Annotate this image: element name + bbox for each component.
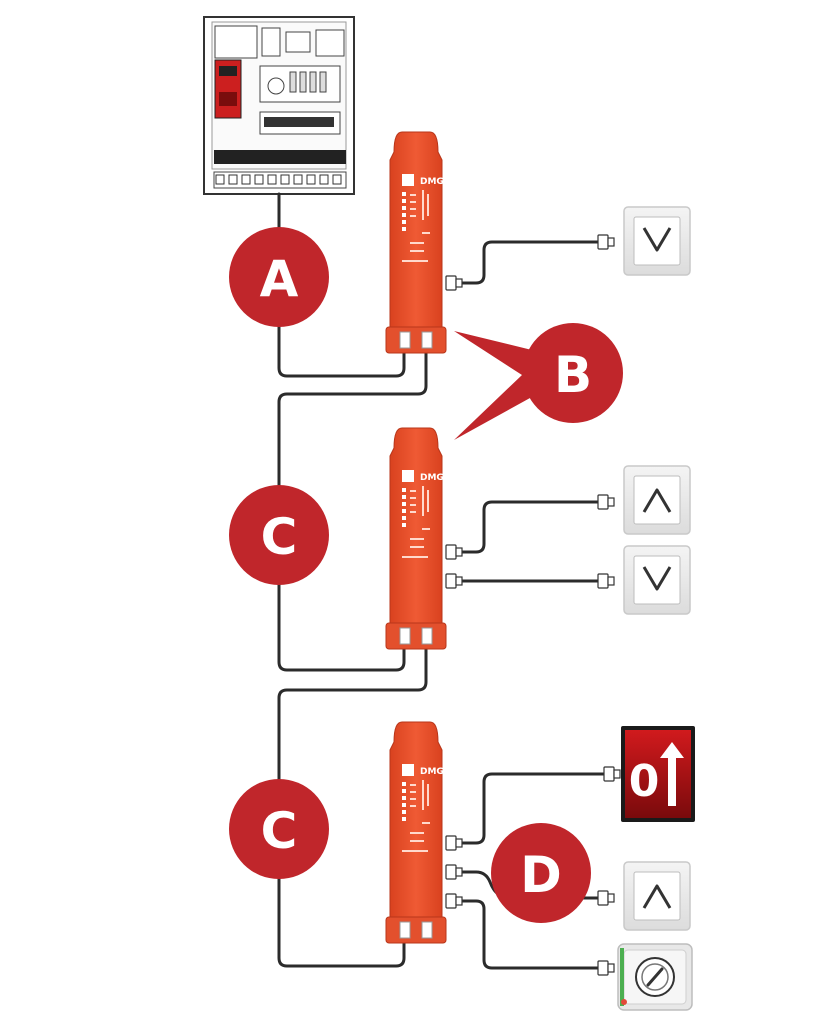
- down-button-1: [623, 206, 691, 276]
- label-badge-d: D: [491, 823, 591, 923]
- label-b: B: [554, 346, 592, 404]
- module-3: DMG: [385, 721, 447, 944]
- module-brand-label: DMG: [420, 767, 444, 777]
- label-d: D: [520, 846, 562, 904]
- chevron-up-icon: [642, 488, 672, 513]
- module-2: DMG: [385, 427, 447, 650]
- chevron-down-icon: [642, 227, 672, 252]
- module-brand-label: DMG: [420, 177, 444, 187]
- label-a: A: [260, 250, 299, 308]
- key-switch-icon: [635, 957, 675, 997]
- up-button-1: [623, 465, 691, 535]
- down-button-2: [623, 545, 691, 615]
- module-brand-label: DMG: [420, 473, 444, 483]
- label-c-2: C: [261, 802, 298, 860]
- module-connectors: [445, 275, 463, 909]
- label-c-1: C: [261, 508, 298, 566]
- chevron-up-icon: [642, 884, 672, 909]
- chevron-down-icon: [642, 566, 672, 591]
- cable-a: [277, 192, 406, 378]
- label-badge-b: B: [454, 323, 623, 440]
- up-button-2: [623, 861, 691, 931]
- module-1: DMG: [385, 131, 447, 354]
- floor-number: 0: [629, 756, 660, 807]
- arrow-up-icon: [660, 742, 684, 806]
- label-badge-a: A: [229, 227, 329, 327]
- label-badge-c-2: C: [229, 779, 329, 879]
- label-badge-c-1: C: [229, 485, 329, 585]
- floor-indicator-display: 0: [621, 726, 695, 822]
- control-cabinet: [203, 16, 355, 195]
- key-switch: [617, 943, 693, 1011]
